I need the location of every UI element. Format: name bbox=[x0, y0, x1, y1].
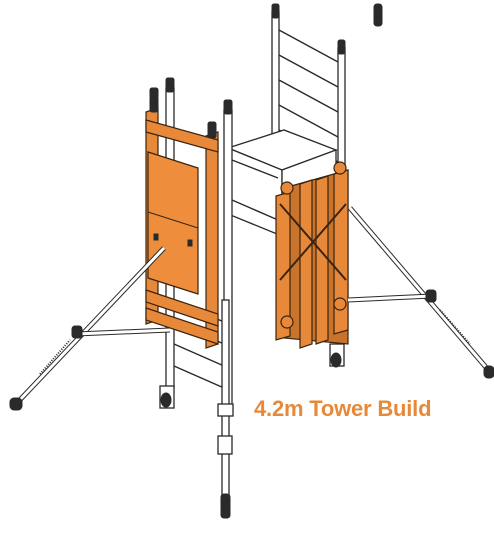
outriggers bbox=[9, 206, 494, 411]
orange-left-frame bbox=[145, 87, 219, 349]
castor-wheels bbox=[159, 343, 345, 455]
orange-right-frame bbox=[275, 161, 349, 349]
back-ladder-frame bbox=[271, 3, 383, 179]
tower-build-caption: 4.2m Tower Build bbox=[254, 396, 432, 421]
center-pole bbox=[217, 299, 234, 519]
